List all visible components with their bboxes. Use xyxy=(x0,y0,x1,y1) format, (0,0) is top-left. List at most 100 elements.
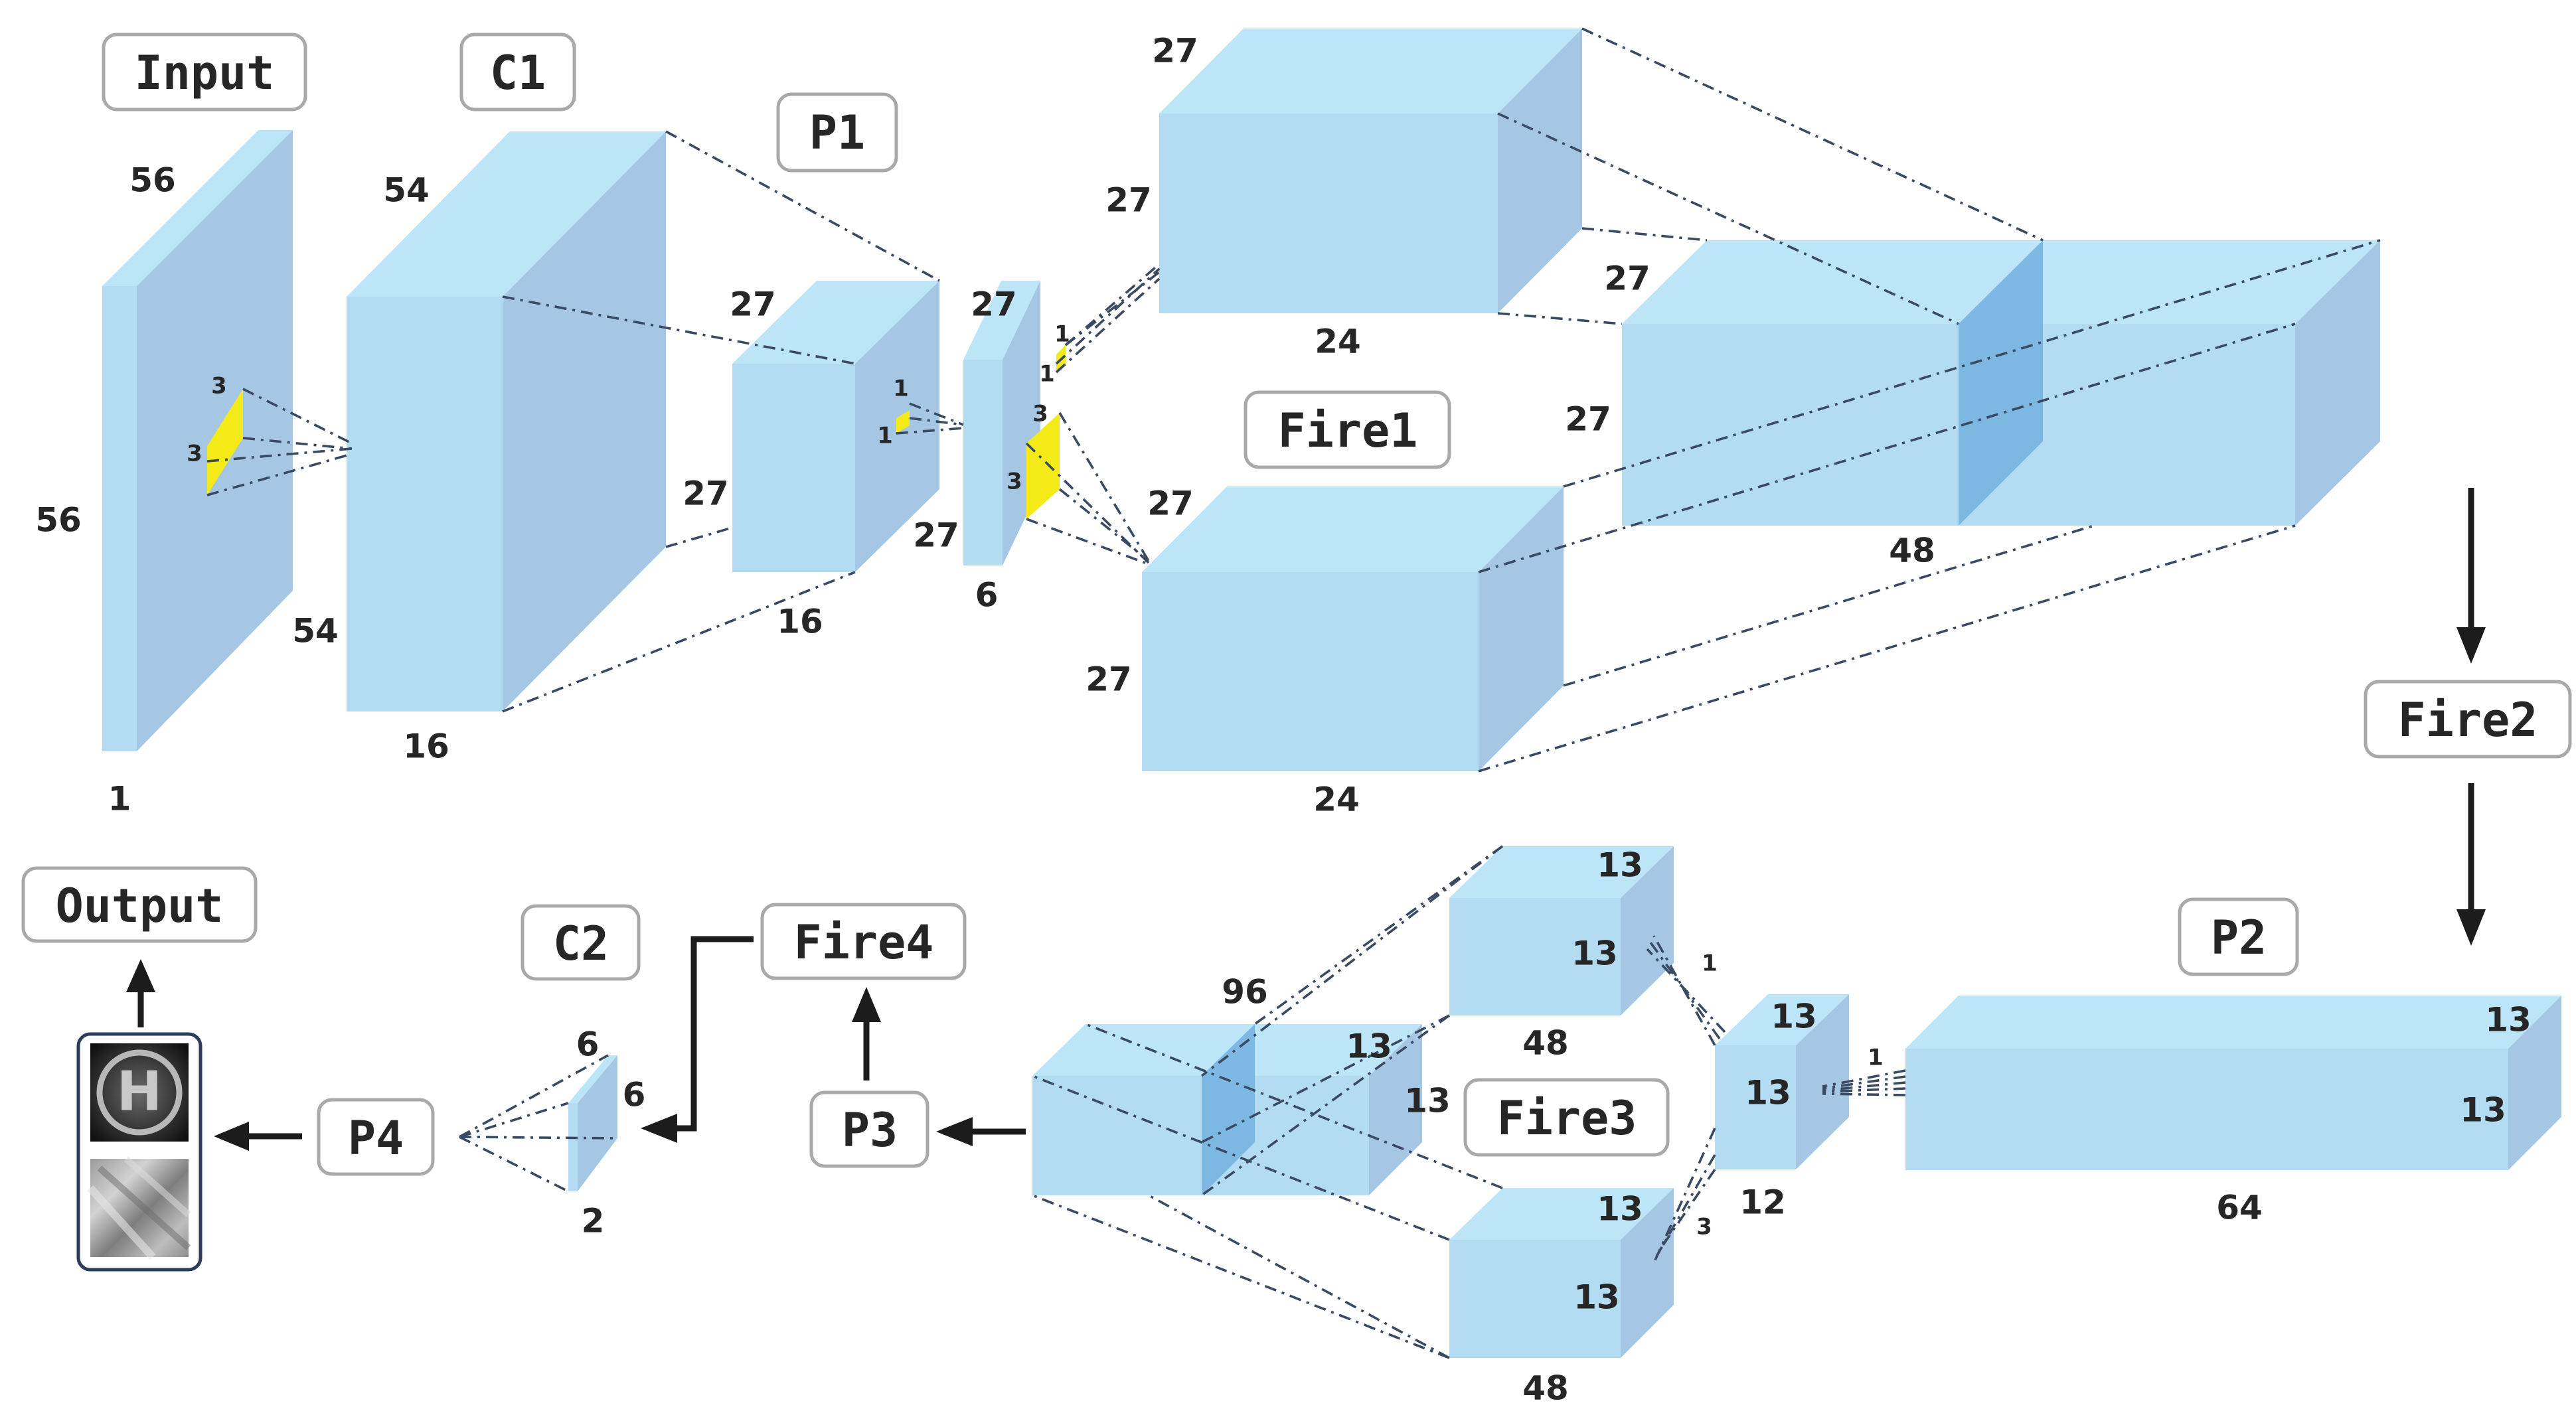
dim-squeeze3-channels: 12 xyxy=(1739,1183,1786,1222)
dim-p2-channels: 64 xyxy=(2216,1189,2263,1227)
svg-text:Output: Output xyxy=(56,879,224,933)
svg-text:P1: P1 xyxy=(809,106,865,160)
svg-text:C1: C1 xyxy=(490,46,546,100)
dim-expand3a-height: 13 xyxy=(1571,934,1618,973)
svg-text:Fire3: Fire3 xyxy=(1497,1091,1637,1146)
dim-expand3b-depth: 13 xyxy=(1597,1190,1643,1229)
fire1-expand-lower-block xyxy=(1142,486,1564,771)
dim-concat1-depth: 27 xyxy=(1604,260,1650,298)
dim-expand1a-channels: 24 xyxy=(1315,323,1361,361)
svg-text:Fire4: Fire4 xyxy=(794,915,934,970)
dim-input-height: 56 xyxy=(35,501,82,540)
fire1-concat-block xyxy=(1622,240,2380,526)
grayscale-texture-patch-image xyxy=(87,1156,191,1260)
p1-kernel xyxy=(896,410,910,433)
fire3-concat-block xyxy=(1032,1024,1422,1195)
arrow-left-to-p3-icon xyxy=(936,1117,1026,1146)
input-kernel xyxy=(207,389,243,495)
label-p2: P2 xyxy=(2178,897,2299,976)
label-fire4: Fire4 xyxy=(760,903,967,980)
c2-block xyxy=(568,1055,617,1191)
dim-squeeze1-depth: 27 xyxy=(971,285,1017,324)
dim-expand3b-height: 13 xyxy=(1573,1278,1620,1317)
svg-text:C2: C2 xyxy=(553,917,609,971)
c1-block xyxy=(347,131,666,711)
dim-concat3-height: 13 xyxy=(1404,1082,1451,1120)
concat-separator xyxy=(1202,1024,1255,1195)
dim-expand3b-channels: 48 xyxy=(1522,1369,1569,1408)
fire3-expand-upper-block xyxy=(1449,846,1674,1015)
dim-p2-kernel: 1 xyxy=(1868,1045,1884,1071)
dim-squeeze1-channels: 6 xyxy=(975,576,999,615)
dim-p2-depth: 13 xyxy=(2485,1001,2532,1039)
dim-concat1-channels: 48 xyxy=(1889,532,1935,570)
dim-p1-channels: 16 xyxy=(777,603,823,641)
dim-expand3a-depth: 13 xyxy=(1597,846,1643,885)
svg-text:P2: P2 xyxy=(2211,911,2267,965)
dim-concat3-channels: 96 xyxy=(1222,973,1268,1011)
arrow-up-to-output-icon xyxy=(126,959,155,1027)
dim-concat3-depth: 13 xyxy=(1346,1027,1392,1066)
p2-block xyxy=(1905,996,2561,1170)
dim-squeeze1-k3-w: 3 xyxy=(1006,469,1022,495)
dim-squeeze1-k1-h: 1 xyxy=(1054,321,1070,348)
arrow-left-to-output-icon xyxy=(214,1122,302,1151)
fire1-expand-upper-block xyxy=(1159,29,1582,313)
arrow-down-to-p2-icon xyxy=(2456,783,2486,946)
svg-text:Input: Input xyxy=(135,46,275,100)
dim-c2-channels: 2 xyxy=(582,1202,605,1240)
dim-squeeze3-k1: 1 xyxy=(1702,950,1718,977)
input-block xyxy=(102,130,293,751)
dim-squeeze1-k3-h: 3 xyxy=(1032,401,1048,427)
fire1-squeeze-block xyxy=(963,281,1066,565)
dim-input-kernel-h: 3 xyxy=(211,373,227,400)
label-p4: P4 xyxy=(317,1098,435,1176)
dimension-labels: 56 56 1 3 3 54 54 16 27 27 16 1 1 27 27 … xyxy=(35,32,2532,1408)
dim-expand1a-height: 27 xyxy=(1105,181,1152,220)
label-input: Input xyxy=(102,33,307,112)
squeeze1-kernel-3x3 xyxy=(1026,413,1060,519)
svg-text:H: H xyxy=(117,1060,163,1123)
dim-input-channels: 1 xyxy=(108,780,131,818)
dim-c1-depth: 54 xyxy=(383,171,430,210)
svg-text:Fire2: Fire2 xyxy=(2398,693,2538,747)
label-c2: C2 xyxy=(521,904,641,981)
dim-expand3a-channels: 48 xyxy=(1522,1024,1569,1063)
dim-c1-channels: 16 xyxy=(403,727,449,766)
dim-p1-kernel-w: 1 xyxy=(877,423,893,449)
label-output: Output xyxy=(21,866,258,943)
arrow-down-to-fire2-icon xyxy=(2456,488,2486,664)
dim-expand1a-depth: 27 xyxy=(1152,32,1198,70)
label-c1: C1 xyxy=(459,33,576,112)
dim-p1-kernel-h: 1 xyxy=(893,376,909,402)
dim-p1-depth: 27 xyxy=(730,285,776,324)
dim-p1-height: 27 xyxy=(683,475,729,513)
dim-c1-height: 54 xyxy=(292,612,339,650)
dim-expand1b-depth: 27 xyxy=(1147,485,1194,523)
svg-text:P3: P3 xyxy=(842,1103,898,1157)
p1-block xyxy=(732,281,939,572)
label-p1: P1 xyxy=(776,92,898,173)
dim-c2-depth: 6 xyxy=(623,1076,646,1114)
helipad-h-icon: H xyxy=(90,1043,189,1142)
fire3-expand-lower-block xyxy=(1449,1188,1674,1358)
dim-squeeze3-depth: 13 xyxy=(1771,998,1817,1036)
arrow-up-to-fire4-icon xyxy=(852,987,881,1081)
dim-expand1b-height: 27 xyxy=(1086,660,1132,699)
dim-input-depth: 56 xyxy=(129,161,176,200)
output-images: H xyxy=(76,1032,202,1272)
label-fire2: Fire2 xyxy=(2364,680,2572,759)
dim-expand1b-channels: 24 xyxy=(1313,781,1360,819)
layer-labels: Input C1 P1 Fire1 Fire2 P2 Fire3 P3 xyxy=(21,33,2572,1176)
concat-separator xyxy=(1959,240,2043,526)
dim-input-kernel-w: 3 xyxy=(187,441,202,467)
connection-lines xyxy=(206,27,2381,1359)
svg-text:P4: P4 xyxy=(348,1111,404,1165)
dim-squeeze1-k1-w: 1 xyxy=(1039,361,1055,388)
dim-p2-height: 13 xyxy=(2460,1091,2506,1130)
label-fire3: Fire3 xyxy=(1463,1078,1670,1157)
arrow-elbow-to-c2-icon xyxy=(641,936,754,1143)
label-p3: P3 xyxy=(809,1090,929,1168)
fire3-squeeze-block xyxy=(1715,994,1849,1169)
